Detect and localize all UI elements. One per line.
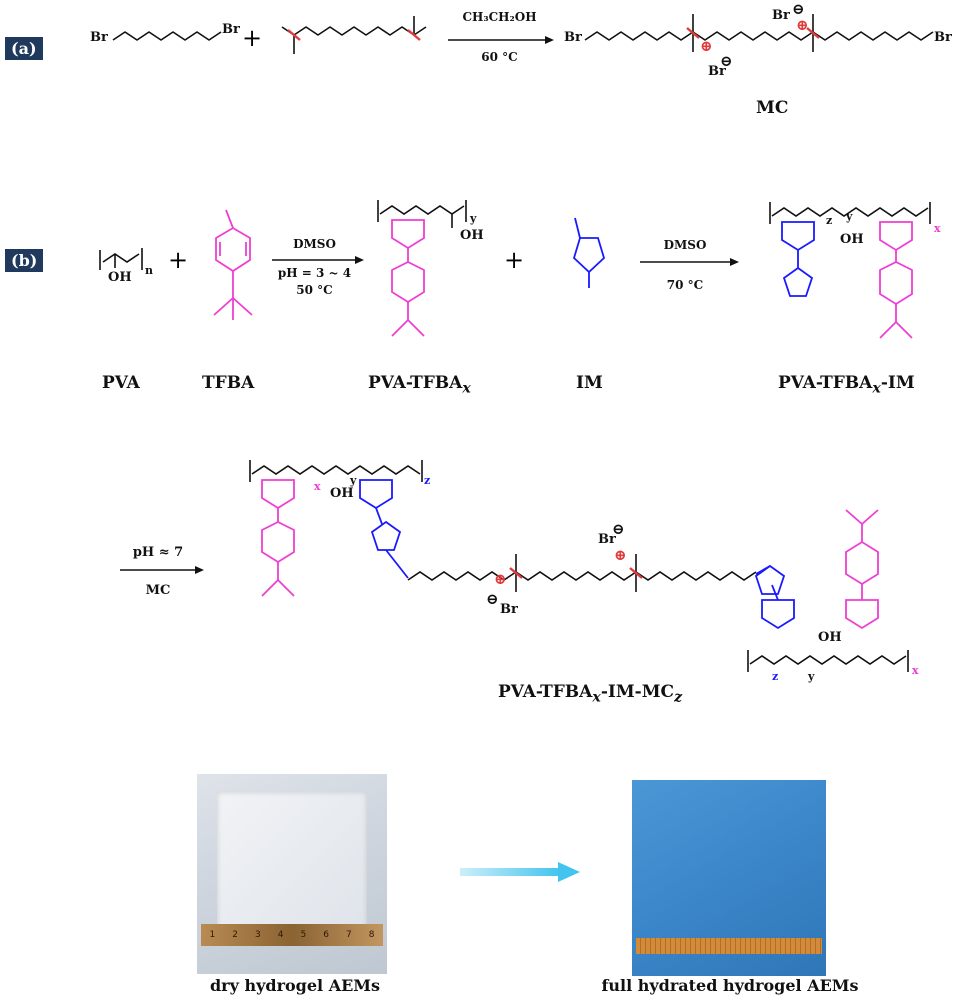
- atom-oh-c1: OH: [330, 486, 354, 501]
- charge-minus-c1: ⊖: [486, 590, 499, 608]
- ruler-num: 1: [209, 930, 216, 940]
- ruler-num: 3: [255, 930, 261, 940]
- name-pva-tfba: PVA-TFBAx: [368, 373, 471, 397]
- atom-br-c2: Br: [598, 532, 616, 547]
- atom-br-4: Br: [934, 30, 952, 45]
- atom-oh-pva: OH: [108, 270, 132, 285]
- atom-oh-b2: OH: [840, 232, 864, 247]
- sub-y-b1: y: [470, 212, 477, 225]
- condition-a-temp: 60 °C: [481, 50, 518, 64]
- hydrated-hydrogel-photo: [632, 780, 826, 976]
- caption-dry: dry hydrogel AEMs: [209, 976, 381, 995]
- charge-plus-c1: ⊕: [494, 570, 507, 588]
- name-pva: PVA: [102, 373, 140, 393]
- transition-arrow: [460, 862, 580, 882]
- charge-minus-c2: ⊖: [612, 520, 625, 538]
- condition-b1-ph: pH = 3 ~ 4: [277, 266, 352, 280]
- charge-plus-1: ⊕: [700, 37, 713, 55]
- sub-y-b2: y: [846, 210, 853, 223]
- atom-br-c1: Br: [500, 602, 518, 617]
- atom-br-5: Br: [708, 64, 726, 79]
- sub-z-c2: z: [772, 670, 779, 683]
- plus-a: +: [242, 24, 262, 52]
- dry-ruler: 1 2 3 4 5 6 7 8: [201, 924, 383, 946]
- sub-z-c1: z: [424, 474, 431, 487]
- sub-x-c2: x: [912, 664, 919, 677]
- ruler-num: 7: [346, 930, 352, 940]
- atom-oh-b1: OH: [460, 228, 484, 243]
- atom-br-3: Br: [564, 30, 582, 45]
- dry-hydrogel-photo: 1 2 3 4 5 6 7 8: [197, 774, 387, 974]
- condition-b2-temp: 70 °C: [666, 278, 704, 292]
- condition-b1-temp: 50 °C: [296, 283, 333, 297]
- mc-chain-mid: [692, 31, 814, 41]
- ruler-num: 8: [368, 930, 375, 940]
- condition-c-reagent: MC: [145, 583, 171, 598]
- atom-oh-c2: OH: [818, 630, 842, 645]
- mc-chain-left: [584, 31, 694, 41]
- name-im: IM: [576, 373, 603, 393]
- plus-b2: +: [504, 246, 524, 274]
- ruler-num: 6: [323, 930, 329, 940]
- ruler-num: 2: [232, 930, 238, 940]
- atom-br-1: Br: [90, 30, 108, 45]
- condition-c-ph: pH ≈ 7: [132, 545, 184, 560]
- atom-br-6: Br: [772, 8, 790, 23]
- caption-hydrated: full hydrated hydrogel AEMs: [601, 976, 859, 995]
- charge-minus-2: ⊖: [792, 0, 805, 18]
- sub-y-c2: y: [808, 670, 815, 683]
- charge-minus-1: ⊖: [720, 52, 733, 70]
- dry-membrane: [217, 792, 367, 932]
- sub-y-c1: y: [350, 474, 357, 487]
- hydrated-ruler: [636, 938, 822, 954]
- condition-a-solvent: CH₃CH₂OH: [462, 10, 537, 24]
- sub-x-c1: x: [314, 480, 321, 493]
- name-pva-tfba-im: PVA-TFBAx-IM: [778, 373, 915, 397]
- ruler-num: 4: [277, 930, 284, 940]
- reaction-scheme: + +: [99, 14, 934, 672]
- atom-br-2: Br: [222, 22, 240, 37]
- charge-plus-2: ⊕: [796, 16, 809, 34]
- condition-b2-solvent: DMSO: [663, 238, 707, 252]
- sub-n: n: [145, 264, 153, 277]
- sub-x-b2: x: [934, 222, 941, 235]
- plus-b1: +: [168, 246, 188, 274]
- mc-chain-right: [812, 31, 934, 41]
- charge-plus-c2: ⊕: [614, 546, 627, 564]
- ruler-num: 5: [300, 930, 307, 940]
- name-pva-tfba-im-mc: PVA-TFBAx-IM-MCz: [498, 682, 683, 706]
- condition-b1-solvent: DMSO: [293, 237, 336, 251]
- name-tfba: TFBA: [202, 373, 255, 393]
- sub-z-b2: z: [826, 214, 833, 227]
- dibromohexane-chain: [112, 31, 222, 41]
- product-mc: MC: [756, 98, 789, 118]
- panel-label-a: (a): [5, 37, 43, 60]
- panel-label-b: (b): [5, 249, 44, 272]
- diamine-chain: [281, 26, 427, 36]
